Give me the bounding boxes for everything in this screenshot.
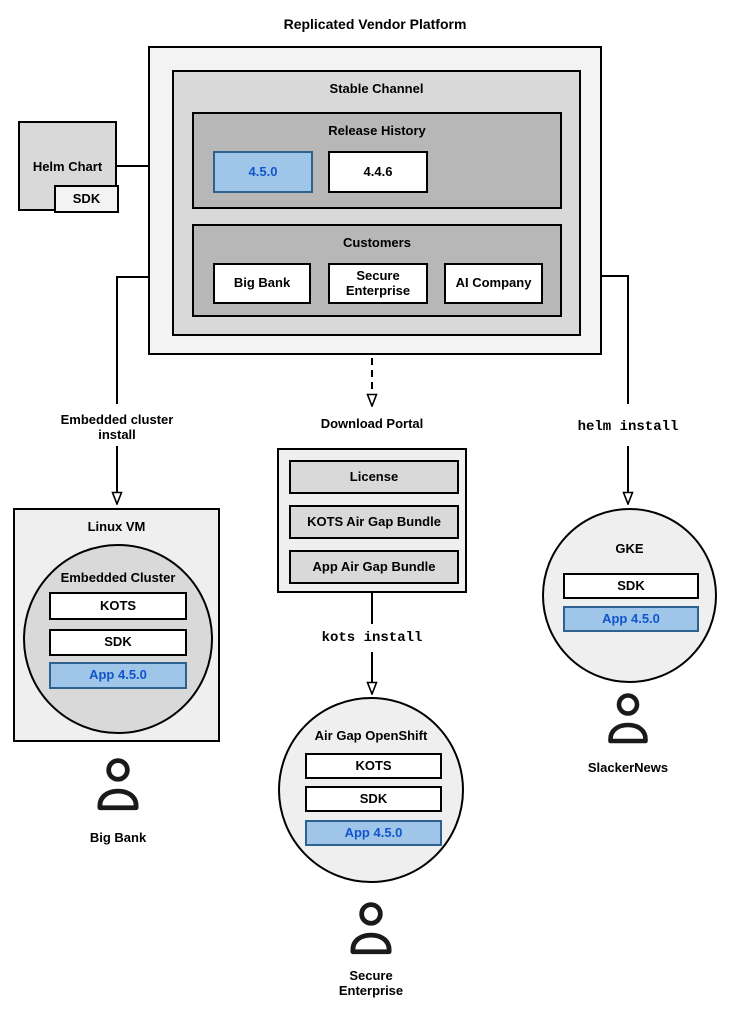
stable-channel-box: Stable Channel Release History 4.5.0 4.4…: [172, 70, 581, 336]
embedded-cluster-kots: KOTS: [49, 592, 187, 620]
vendor-platform-box: Stable Channel Release History 4.5.0 4.4…: [148, 46, 602, 355]
portal-license: License: [289, 460, 459, 494]
release-history-label: Release History: [328, 123, 426, 138]
stable-channel-label: Stable Channel: [329, 81, 424, 96]
release-4-5-0: 4.5.0: [213, 151, 313, 193]
embedded-cluster-install-label: Embedded cluster install: [60, 412, 174, 443]
airgap-openshift-circle: Air Gap OpenShift KOTS SDK App 4.5.0: [278, 697, 464, 883]
kots-install-label: kots install: [321, 630, 423, 646]
customers-label: Customers: [343, 235, 411, 250]
download-portal-box: License KOTS Air Gap Bundle App Air Gap …: [277, 448, 467, 593]
gke-circle: GKE SDK App 4.5.0: [542, 508, 717, 683]
gke-app: App 4.5.0: [563, 606, 699, 632]
gke-label: GKE: [615, 541, 644, 556]
big-bank-user-label: Big Bank: [89, 830, 147, 845]
airgap-sdk: SDK: [305, 786, 442, 812]
gke-sdk: SDK: [563, 573, 699, 599]
helm-chart-sdk-box: SDK: [54, 185, 119, 213]
embedded-cluster-app: App 4.5.0: [49, 662, 187, 689]
download-portal-label: Download Portal: [320, 416, 424, 431]
customer-ai-company: AI Company: [444, 263, 543, 304]
customer-big-bank: Big Bank: [213, 263, 311, 304]
embedded-cluster-label: Embedded Cluster: [60, 570, 176, 585]
customer-secure-enterprise: Secure Enterprise: [328, 263, 428, 304]
airgap-app: App 4.5.0: [305, 820, 442, 846]
big-bank-user-icon: [97, 758, 139, 811]
linux-vm-box: Linux VM Embedded Cluster KOTS SDK App 4…: [13, 508, 220, 742]
portal-app-airgap-bundle: App Air Gap Bundle: [289, 550, 459, 584]
slackernews-user-icon: [608, 693, 648, 744]
helm-chart-box: Helm Chart SDK: [18, 121, 119, 213]
slackernews-user-label: SlackerNews: [587, 760, 669, 775]
customers-box: Customers Big Bank Secure Enterprise AI …: [192, 224, 562, 317]
secure-enterprise-user-icon: [350, 902, 392, 955]
release-4-4-6: 4.4.6: [328, 151, 428, 193]
portal-kots-airgap-bundle: KOTS Air Gap Bundle: [289, 505, 459, 539]
release-history-box: Release History 4.5.0 4.4.6: [192, 112, 562, 209]
embedded-cluster-sdk: SDK: [49, 629, 187, 656]
helm-chart-label: Helm Chart: [32, 159, 103, 174]
diagram-title: Replicated Vendor Platform: [283, 16, 467, 32]
airgap-kots: KOTS: [305, 753, 442, 779]
secure-enterprise-user-label: Secure Enterprise: [338, 968, 404, 999]
helm-install-label: helm install: [577, 419, 679, 435]
linux-vm-label: Linux VM: [87, 519, 146, 534]
airgap-openshift-label: Air Gap OpenShift: [314, 728, 428, 743]
